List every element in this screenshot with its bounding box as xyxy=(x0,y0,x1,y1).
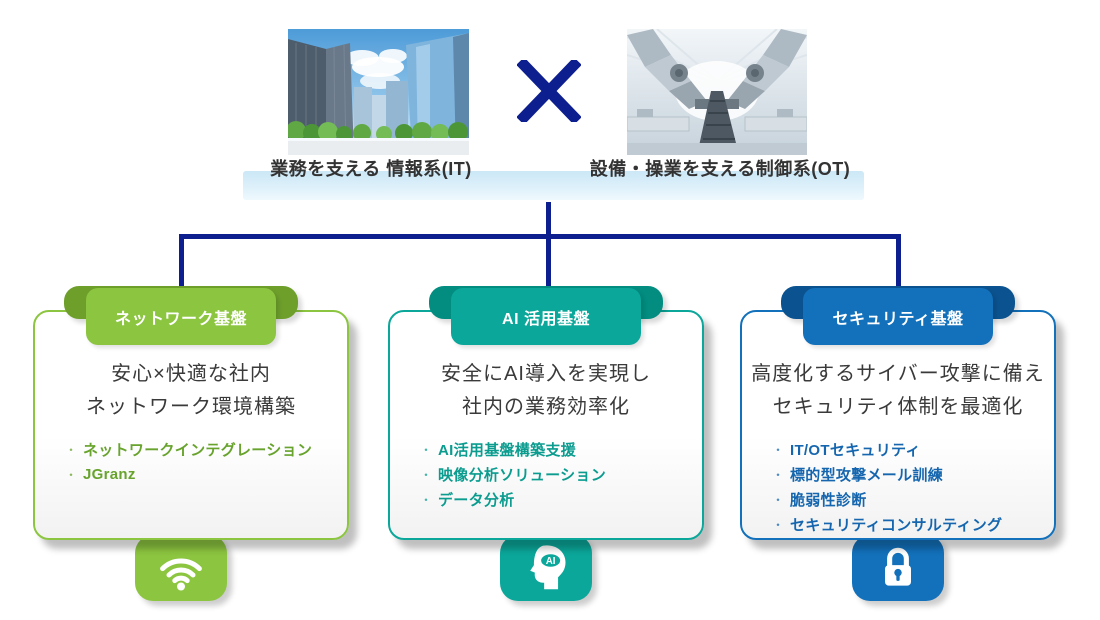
security-card-tab: セキュリティ基盤 xyxy=(803,288,993,345)
network-description: 安心×快適な社内 ネットワーク環境構築 xyxy=(35,358,347,424)
security-bullet-list: ・IT/OTセキュリティ・標的型攻撃メール訓練・脆弱性診断・セキュリティコンサル… xyxy=(772,437,1054,537)
ai-card: AI 活用基盤 AI 安全にAI導入を実現し 社内の業務効率化 ・AI活用基盤構… xyxy=(388,286,705,606)
network-card-body: 安心×快適な社内 ネットワーク環境構築 ・ネットワークインテグレーション・JGr… xyxy=(33,310,349,540)
security-desc-line1: 高度化するサイバー攻撃に備え xyxy=(751,363,1045,385)
network-desc-line1: 安心×快適な社内 xyxy=(111,363,271,385)
connector-vertical-right xyxy=(896,234,901,290)
office-buildings-photo xyxy=(288,29,469,155)
svg-text:AI: AI xyxy=(546,556,556,567)
bullet-item: ・脆弱性診断 xyxy=(772,492,867,509)
connector-vertical-left xyxy=(179,234,184,290)
network-card-tab: ネットワーク基盤 xyxy=(86,288,276,345)
ai-bullet-list: ・AI活用基盤構築支援・映像分析ソリューション・データ分析 xyxy=(420,437,702,512)
lock-icon xyxy=(885,547,911,586)
security-card: セキュリティ基盤 高度化するサイバー攻撃に備え セキュリティ体制を最適化 ・IT… xyxy=(740,286,1057,606)
bullet-item: ・AI活用基盤構築支援 xyxy=(420,442,577,459)
caption-highlight-band xyxy=(243,171,864,200)
ai-desc-line2: 社内の業務効率化 xyxy=(462,396,630,418)
wifi-icon xyxy=(160,558,202,591)
bullet-item: ・データ分析 xyxy=(420,492,515,509)
it-caption: 業務を支える 情報系(IT) xyxy=(270,159,472,179)
connector-vertical-center xyxy=(546,202,551,290)
network-icon-tab xyxy=(135,535,227,601)
ai-description: 安全にAI導入を実現し 社内の業務効率化 xyxy=(390,358,702,424)
network-card-title: ネットワーク基盤 xyxy=(114,310,247,328)
bullet-item: ・標的型攻撃メール訓練 xyxy=(772,467,944,484)
network-card: ネットワーク基盤 安心×快適な社内 ネットワーク環境構築 ・ネットワークインテグ… xyxy=(33,286,350,606)
robot-arms-factory-photo xyxy=(627,29,807,155)
ai-card-body: 安全にAI導入を実現し 社内の業務効率化 ・AI活用基盤構築支援・映像分析ソリュ… xyxy=(388,310,704,540)
security-card-title: セキュリティ基盤 xyxy=(832,310,964,328)
ai-head-icon: AI xyxy=(530,545,566,590)
connector-horizontal xyxy=(179,234,901,239)
security-card-body: 高度化するサイバー攻撃に備え セキュリティ体制を最適化 ・IT/OTセキュリティ… xyxy=(740,310,1056,540)
multiply-icon xyxy=(516,57,582,125)
network-bullet-list: ・ネットワークインテグレーション・JGranz xyxy=(65,437,347,487)
bullet-item: ・映像分析ソリューション xyxy=(420,467,607,484)
network-desc-line2: ネットワーク環境構築 xyxy=(86,396,296,418)
ot-caption: 設備・操業を支える制御系(OT) xyxy=(589,159,851,179)
factory-illustration xyxy=(627,29,807,155)
security-icon-tab xyxy=(852,535,944,601)
bullet-item: ・ネットワークインテグレーション xyxy=(65,442,313,459)
bullet-item: ・JGranz xyxy=(65,466,136,483)
ai-card-title: AI 活用基盤 xyxy=(502,310,590,328)
bullet-item: ・IT/OTセキュリティ xyxy=(772,442,921,459)
ai-desc-line1: 安全にAI導入を実現し xyxy=(441,363,651,385)
security-description: 高度化するサイバー攻撃に備え セキュリティ体制を最適化 xyxy=(742,358,1054,424)
ai-card-tab: AI 活用基盤 xyxy=(451,288,641,345)
ai-icon-tab: AI xyxy=(500,535,592,601)
city-illustration xyxy=(288,29,469,155)
bullet-item: ・セキュリティコンサルティング xyxy=(772,517,1003,534)
security-desc-line2: セキュリティ体制を最適化 xyxy=(772,396,1024,418)
